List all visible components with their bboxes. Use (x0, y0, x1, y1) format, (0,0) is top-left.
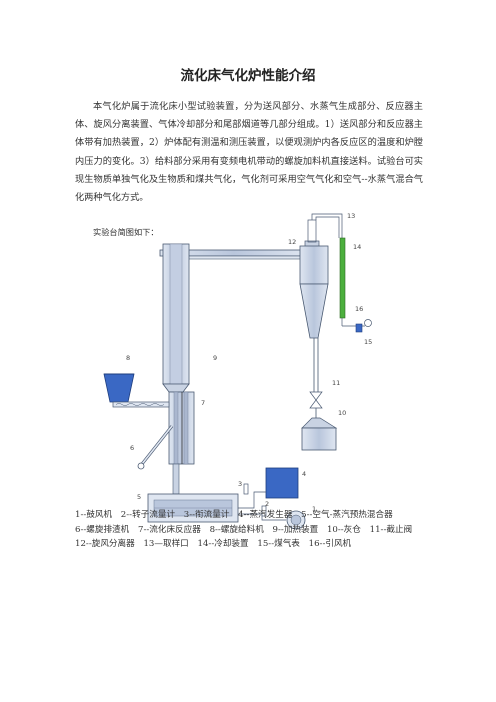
legend-item: 12--旋风分离器 (75, 539, 135, 549)
label-9: 9 (213, 354, 217, 362)
legend-item: 7--流化床反应器 (137, 524, 201, 535)
legend-item: 10--灰仓 (326, 524, 361, 535)
legend-item: 11--截止阀 (369, 524, 413, 535)
shutoff-valve (309, 391, 323, 418)
legend-item: 16--引风机 (308, 539, 352, 549)
component-legend: 1--鼓风机 2--转子流量计 3--衔流量计 4--蒸汽发生器 5--空气-蒸… (75, 508, 425, 552)
gas-outlet (311, 213, 343, 238)
label-4: 4 (302, 470, 306, 478)
legend-item: 1--鼓风机 (75, 510, 113, 520)
label-16: 16 (355, 305, 363, 313)
label-6: 6 (130, 444, 134, 452)
cooling-device (339, 237, 346, 319)
label-11: 11 (332, 379, 340, 387)
label-3: 3 (238, 480, 242, 488)
cyclone-separator (299, 219, 329, 392)
legend-item: 14--冷却装置 (197, 539, 249, 549)
label-1: 1 (312, 505, 316, 513)
component-numbers: 1 2 3 4 5 6 7 8 9 10 11 12 13 14 15 16 (126, 212, 372, 513)
label-15: 15 (364, 338, 372, 346)
label-2: 2 (265, 500, 269, 508)
intro-text: 本气化炉属于流化床小型试验装置，分为送风部分、水蒸气生成部分、反应器主体、旋风分… (75, 101, 423, 204)
legend-item: 9--加热装置 (272, 524, 319, 535)
intro-paragraph: 本气化炉属于流化床小型试验装置，分为送风部分、水蒸气生成部分、反应器主体、旋风分… (75, 98, 423, 207)
steam-generator (265, 467, 299, 499)
gas-meter (355, 323, 363, 333)
label-5: 5 (137, 493, 141, 501)
label-7: 7 (201, 399, 205, 407)
legend-item: 5--空气-蒸汽预热混合器 (301, 510, 393, 520)
page-title: 流化床气化炉性能介绍 (180, 68, 316, 84)
legend-item: 2--转子流量计 (120, 510, 176, 520)
fluidized-bed-reactor (162, 383, 195, 495)
legend-item: 4--蒸汽发生器 (238, 510, 293, 520)
flowmeters (243, 483, 267, 517)
label-13: 13 (347, 212, 355, 220)
legend-item: 13—取样口 (143, 539, 189, 549)
legend-item: 8--螺旋给料机 (209, 524, 264, 535)
diagram-caption: 实验台简图如下： (93, 227, 159, 237)
slag-screw (137, 425, 174, 470)
preheat-mixer (147, 493, 239, 523)
label-14: 14 (353, 243, 361, 251)
legend-item: 15--煤气表 (257, 539, 300, 549)
label-12: 12 (288, 238, 296, 246)
legend-item: 3--衔流量计 (183, 510, 230, 520)
induced-fan (341, 318, 372, 327)
screw-feeder (103, 373, 170, 408)
label-8: 8 (126, 354, 130, 362)
blower (286, 510, 306, 530)
label-10: 10 (338, 409, 346, 417)
legend-item: 6--螺旋排渣机 (75, 524, 130, 535)
ash-bin (301, 417, 338, 451)
heating-device (162, 243, 190, 385)
